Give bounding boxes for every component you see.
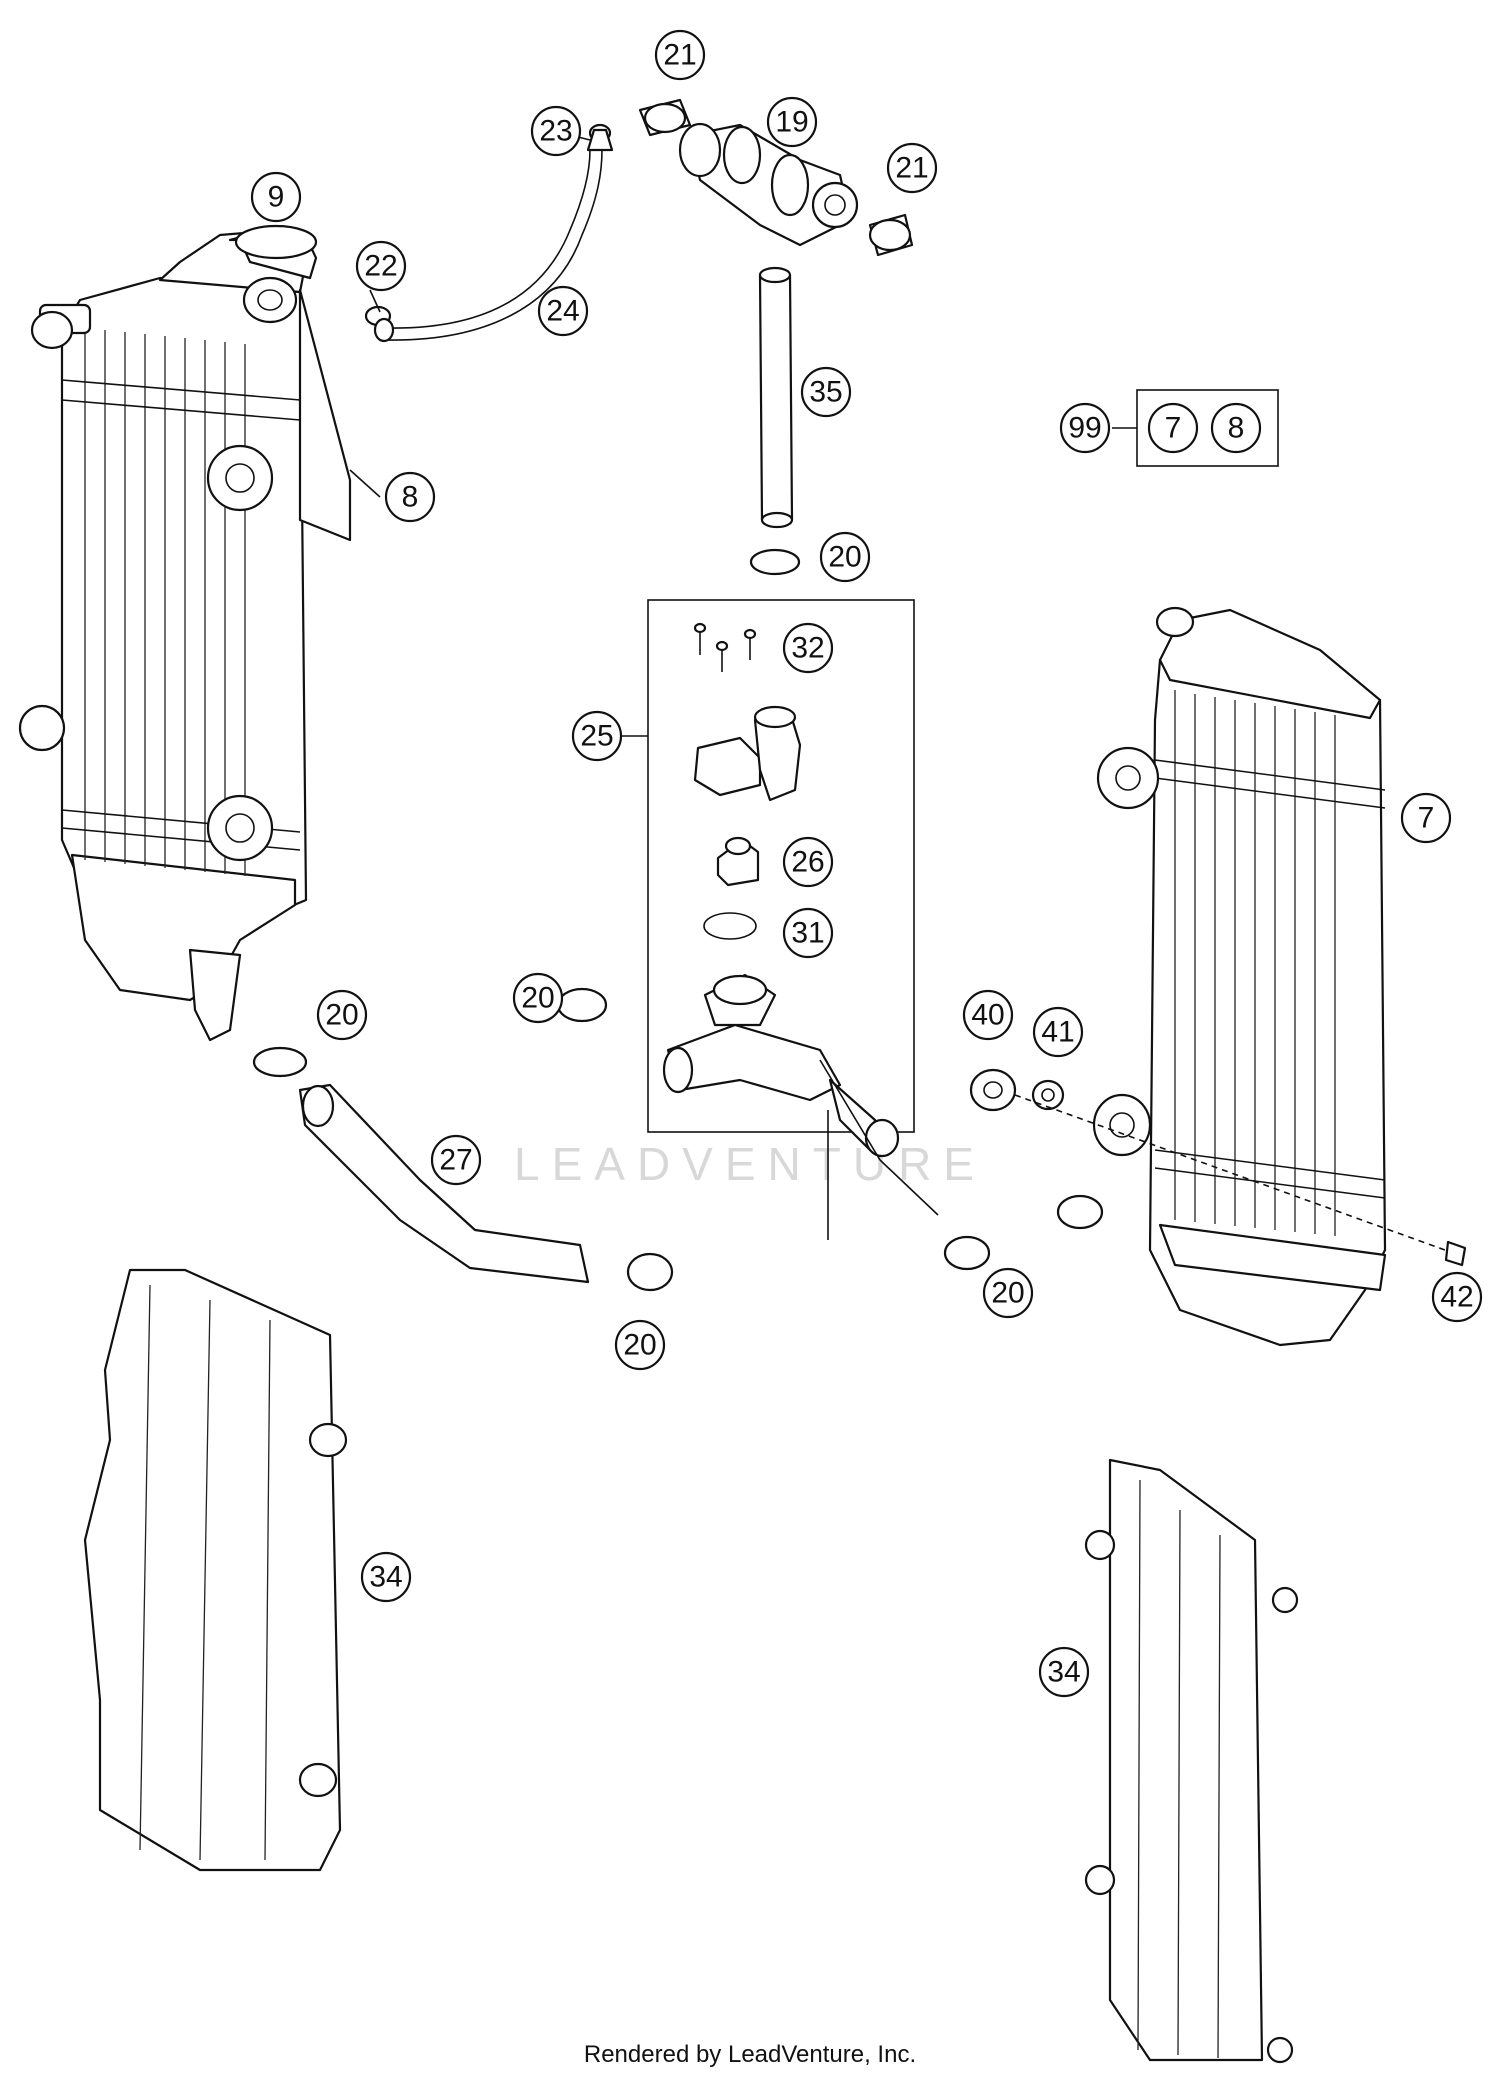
svg-text:40: 40 [971, 999, 1004, 1032]
thermostat-box [620, 599, 915, 1158]
svg-text:9: 9 [268, 181, 285, 214]
grommet-washer-bolt [969, 1068, 1467, 1267]
pipe-35 [749, 266, 801, 576]
callout-20-left-mid[interactable]: 20 [512, 972, 564, 1024]
callout-20-bottom[interactable]: 20 [614, 1319, 666, 1371]
watermark-text: LEADVENTURE [514, 1138, 986, 1190]
svg-text:42: 42 [1440, 1281, 1473, 1314]
svg-text:27: 27 [439, 1144, 472, 1177]
callout-40[interactable]: 40 [962, 989, 1014, 1041]
svg-text:25: 25 [580, 720, 613, 753]
callout-32[interactable]: 32 [782, 622, 834, 674]
svg-text:24: 24 [546, 295, 579, 328]
svg-text:20: 20 [828, 541, 861, 574]
leader-lines [349, 134, 939, 1240]
right-radiator [1092, 606, 1387, 1347]
svg-text:20: 20 [521, 982, 554, 1015]
callout-7-kit[interactable]: 7 [1147, 402, 1199, 454]
callout-23[interactable]: 23 [530, 105, 582, 157]
left-radiator [18, 228, 352, 1042]
svg-text:20: 20 [623, 1329, 656, 1362]
callout-34-right[interactable]: 34 [1038, 1646, 1090, 1698]
svg-text:41: 41 [1041, 1016, 1074, 1049]
callout-42[interactable]: 42 [1431, 1271, 1483, 1323]
render-credit: Rendered by LeadVenture, Inc. [584, 2041, 916, 2068]
svg-text:26: 26 [791, 846, 824, 879]
callout-25[interactable]: 25 [571, 710, 623, 762]
svg-text:21: 21 [895, 152, 928, 185]
svg-text:8: 8 [1228, 412, 1245, 445]
svg-text:35: 35 [809, 376, 842, 409]
svg-text:31: 31 [791, 917, 824, 950]
svg-text:34: 34 [369, 1561, 402, 1594]
svg-text:21: 21 [663, 39, 696, 72]
svg-text:22: 22 [364, 250, 397, 283]
radiator-cap [228, 224, 318, 280]
callout-20-pipe[interactable]: 20 [819, 531, 871, 583]
callout-26[interactable]: 26 [782, 836, 834, 888]
svg-text:20: 20 [991, 1277, 1024, 1310]
svg-text:19: 19 [775, 106, 808, 139]
svg-text:99: 99 [1068, 412, 1101, 445]
callout-8-kit[interactable]: 8 [1210, 402, 1262, 454]
callout-41[interactable]: 41 [1032, 1006, 1084, 1058]
callout-24[interactable]: 24 [537, 285, 589, 337]
right-radiator-shroud [1084, 1458, 1299, 2064]
callout-99[interactable]: 99 [1059, 402, 1111, 454]
callout-21-top[interactable]: 21 [654, 29, 706, 81]
overflow-hose [364, 123, 614, 343]
callout-27[interactable]: 27 [430, 1134, 482, 1186]
svg-text:32: 32 [791, 632, 824, 665]
callout-20-right[interactable]: 20 [982, 1267, 1034, 1319]
callout-9[interactable]: 9 [250, 171, 302, 223]
callout-7[interactable]: 7 [1400, 792, 1452, 844]
svg-text:7: 7 [1165, 412, 1182, 445]
callout-34-left[interactable]: 34 [360, 1551, 412, 1603]
svg-text:8: 8 [402, 481, 419, 514]
callout-35[interactable]: 35 [800, 366, 852, 418]
callout-8[interactable]: 8 [384, 471, 436, 523]
left-radiator-shroud [83, 1268, 348, 1872]
callout-20-left[interactable]: 20 [316, 989, 368, 1041]
y-piece-fitting [638, 98, 914, 257]
svg-text:34: 34 [1047, 1656, 1080, 1689]
callout-22[interactable]: 22 [355, 240, 407, 292]
svg-text:20: 20 [325, 999, 358, 1032]
callout-21-right[interactable]: 21 [886, 142, 938, 194]
hose-27 [252, 987, 1104, 1292]
svg-text:7: 7 [1418, 802, 1435, 835]
callout-19[interactable]: 19 [766, 96, 818, 148]
callout-31[interactable]: 31 [782, 907, 834, 959]
svg-text:23: 23 [539, 115, 572, 148]
